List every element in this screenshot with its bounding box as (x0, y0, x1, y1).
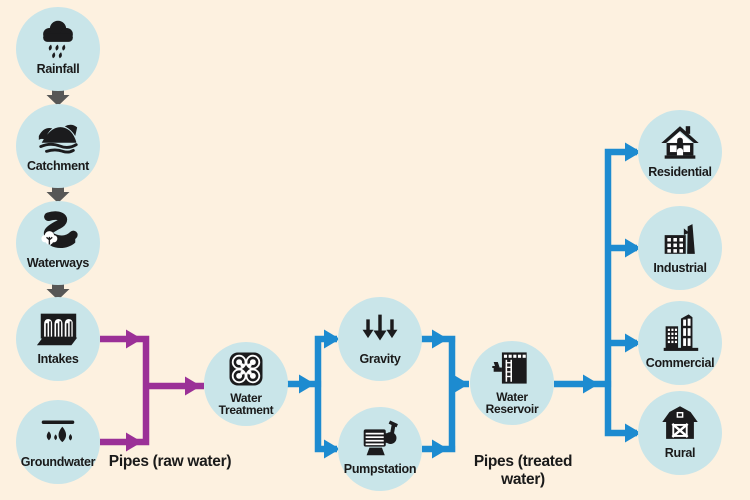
node-residential: Residential (638, 110, 722, 194)
node-rainfall: Rainfall (16, 7, 100, 91)
reservoir-tank-icon (490, 346, 534, 390)
raw-water-pipes-label: Pipes (raw water) (108, 453, 232, 470)
hills-icon (35, 113, 81, 159)
down-arrows-icon (357, 306, 403, 352)
node-label: Rainfall (36, 62, 80, 76)
node-water-reservoir: Water Reservoir (470, 341, 554, 425)
node-intakes: Intakes (16, 297, 100, 381)
barn-icon (657, 400, 703, 446)
river-node-waterways: Waterways (16, 201, 100, 285)
node-industrial: Industrial (638, 206, 722, 290)
pump-icon (357, 416, 403, 462)
treated-water-pipes (284, 142, 641, 459)
node-catchment: Catchment (16, 104, 100, 188)
node-rural: Rural (638, 391, 722, 475)
node-label: Groundwater (20, 455, 96, 469)
node-label: Residential (648, 165, 712, 179)
node-commercial: Commercial (638, 301, 722, 385)
river-icon (35, 210, 81, 256)
dam-intake-icon (35, 306, 81, 352)
treatment-plant-icon (224, 347, 268, 391)
node-label: Pumpstation (343, 462, 417, 476)
treated-water-pipes-label: Pipes (treated water) (473, 453, 573, 488)
node-water-treatment: Water Treatment (204, 342, 288, 426)
house-icon (657, 119, 703, 165)
node-label: Gravity (359, 352, 401, 366)
rain-cloud-icon (35, 16, 81, 62)
node-label: Intakes (37, 352, 79, 366)
node-groundwater: Groundwater (16, 400, 100, 484)
factory-icon (657, 215, 703, 261)
office-buildings-icon (657, 310, 703, 356)
node-pumpstation: Pumpstation (338, 407, 422, 491)
node-label: Waterways (26, 256, 90, 270)
water-drops-icon (35, 409, 81, 455)
flow-down-arrows (46, 88, 70, 300)
raw-water-pipes (100, 329, 204, 452)
node-label: Catchment (27, 159, 89, 173)
node-label: Rural (664, 446, 696, 460)
node-label: Water Treatment (218, 391, 274, 417)
node-label: Commercial (645, 356, 715, 370)
node-label: Industrial (653, 261, 707, 275)
node-label: Water Reservoir (485, 390, 539, 416)
node-gravity: Gravity (338, 297, 422, 381)
